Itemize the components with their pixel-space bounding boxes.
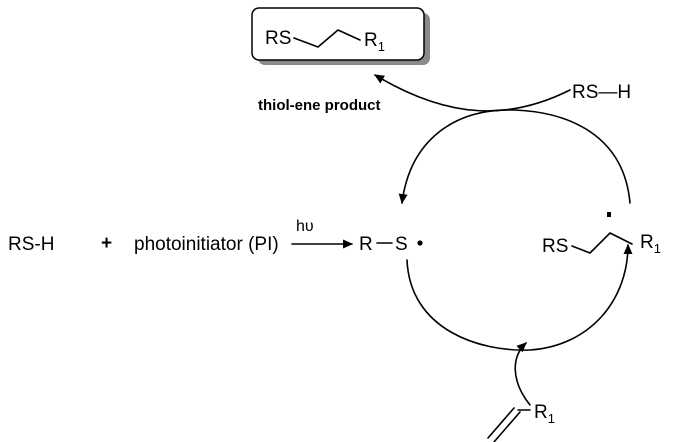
product-r-label: R <box>364 30 378 51</box>
alkene-r-group: R1 <box>534 402 555 426</box>
addition-arc <box>406 243 633 351</box>
double-bond-icon <box>487 407 515 439</box>
product-ethylene-bond <box>293 29 361 48</box>
thiyl-r-label: R <box>359 234 373 255</box>
photoinitiator-label: photoinitiator (PI) <box>134 234 279 255</box>
alkene: R1 <box>487 402 555 442</box>
product-box: RS R1 <box>251 7 430 65</box>
carbon-radical-r-label: R <box>640 232 654 253</box>
light-hv-label: hυ <box>296 218 314 235</box>
alkene-entry-arrow <box>514 342 531 406</box>
product-r-subscript: 1 <box>378 39 385 54</box>
carbon-radical-bond <box>571 232 633 254</box>
plus-sign: + <box>101 233 112 254</box>
product-r-group: R1 <box>364 30 385 54</box>
product-rs-label: RS <box>265 28 291 49</box>
product-release-arrow <box>374 74 571 112</box>
product-box-frame <box>251 7 425 61</box>
carbon-radical-rs-label: RS <box>542 236 568 257</box>
alkene-second-bond <box>493 411 521 442</box>
carbon-radical-r-subscript: 1 <box>654 241 661 256</box>
thiol-ene-product-label: thiol-ene product <box>258 97 381 114</box>
thiyl-radical: R S <box>359 234 423 255</box>
alkene-r-label: R <box>534 402 548 423</box>
alkene-r-subscript: 1 <box>548 411 555 426</box>
carbon-radical-r-group: R1 <box>640 232 661 256</box>
chain-transfer-arc <box>398 109 631 205</box>
thiol-reagent-label: RS—H <box>572 82 631 103</box>
carbon-radical: RS R1 <box>542 212 661 257</box>
radical-dot-icon <box>607 212 611 217</box>
thiyl-s-label: S <box>395 234 408 255</box>
radical-dot-icon <box>417 240 423 246</box>
thiol-initiation-label: RS-H <box>8 234 54 255</box>
